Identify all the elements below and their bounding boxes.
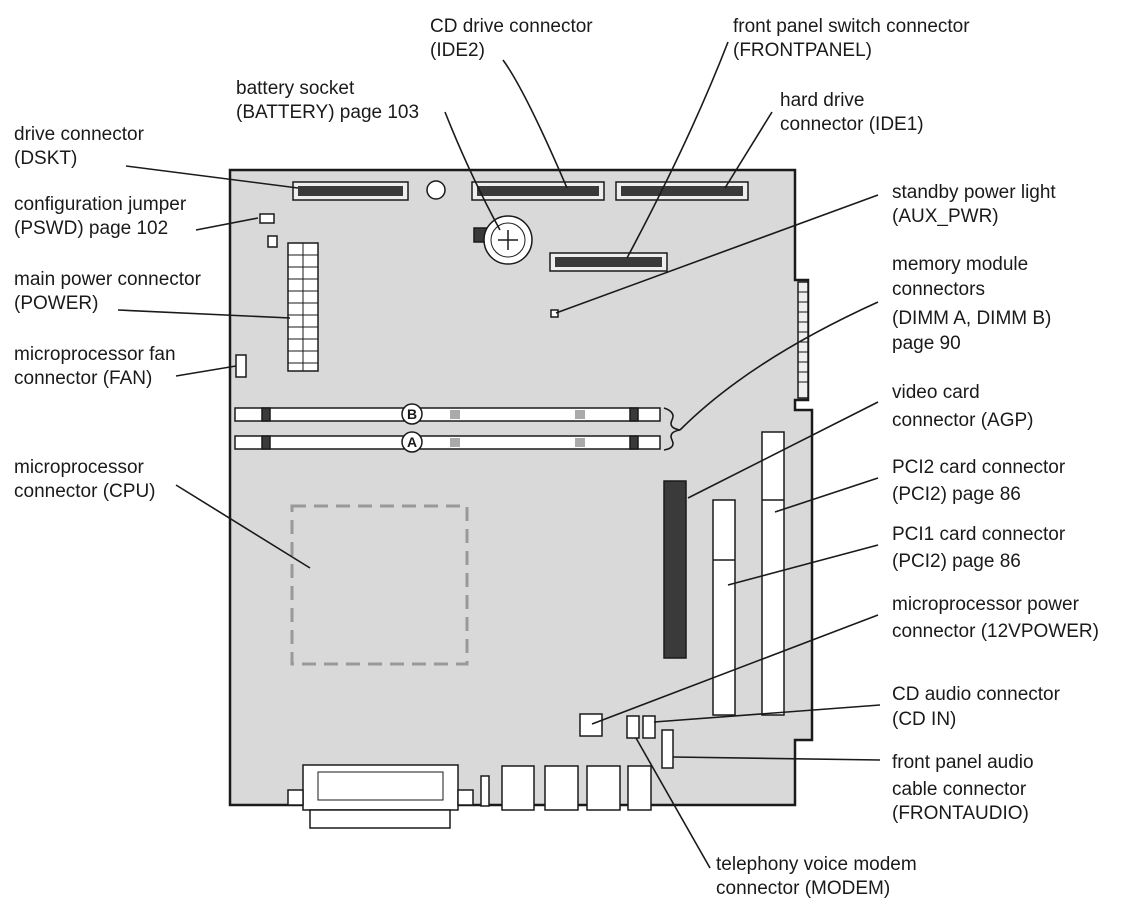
label-pci1: PCI1 card connector(PCI2) page 86 [892, 524, 1066, 572]
ide2-connector-pins [477, 186, 599, 196]
board-mounting-hole [426, 180, 446, 200]
main-power-pins [288, 243, 318, 371]
dimm-b-key-2 [575, 410, 585, 419]
pci1-slot [712, 499, 736, 716]
dimm-a-slot [234, 435, 661, 450]
leader-hard-drive [724, 111, 773, 189]
label-main-power: main power connector(POWER) [14, 269, 202, 314]
dimm-a-key-1 [450, 438, 460, 447]
leader-main-power [117, 309, 291, 319]
label-front-panel-switch: front panel switch connector(FRONTPANEL) [733, 16, 970, 61]
dimm-a-latch-right [629, 435, 639, 450]
label-battery: battery socket(BATTERY) page 103 [236, 78, 419, 123]
leader-front-panel [626, 41, 729, 259]
fan-connector [235, 354, 247, 378]
dimm-b-latch-left [261, 407, 271, 422]
leader-pci1 [727, 544, 879, 586]
io-audio-3 [627, 765, 652, 811]
dimm-b-letter: B [407, 406, 417, 422]
dimm-a-letter: A [407, 434, 417, 450]
dimm-b-marker [401, 403, 423, 425]
leader-fan [175, 365, 237, 377]
board-edge-pins [798, 291, 808, 383]
cd-in-connector [642, 715, 656, 739]
io-serial-lower [309, 809, 451, 829]
frontpanel-connector-pins [555, 257, 662, 267]
small-jumper [267, 235, 278, 248]
leader-cd-audio [653, 704, 881, 723]
io-audio-1 [544, 765, 579, 811]
leader-modem [635, 737, 711, 869]
io-small-port [480, 775, 490, 807]
modem-connector [626, 715, 640, 739]
leader-lines [117, 41, 881, 869]
leader-cpu-power [591, 614, 879, 725]
aux-pwr-light [550, 309, 559, 318]
io-audio-2 [586, 765, 621, 811]
io-usb-stack [501, 765, 535, 811]
label-pci2: PCI2 card connector(PCI2) page 86 [892, 457, 1066, 505]
leader-config-jumper [195, 217, 259, 231]
cpu-socket-outline [290, 504, 469, 666]
labels: CD drive connector(IDE2) front panel swi… [14, 16, 1099, 899]
leader-cpu [175, 484, 311, 569]
io-parallel-shell [317, 771, 444, 801]
leader-video [687, 401, 879, 499]
leader-pci2 [774, 477, 879, 513]
leader-memory [679, 301, 879, 431]
pswd-jumper [259, 213, 275, 224]
dimm-b-key-1 [450, 410, 460, 419]
dimm-a-marker [401, 431, 423, 453]
label-standby-light: standby power light(AUX_PWR) [892, 182, 1056, 227]
label-cd-audio: CD audio connector(CD IN) [892, 684, 1061, 730]
io-screw-right [457, 789, 474, 806]
dimm-b-slot [234, 407, 661, 422]
leader-front-audio [672, 756, 881, 761]
dimm-a-key-2 [575, 438, 585, 447]
leader-standby-light [555, 194, 879, 314]
leader-drive [125, 165, 299, 189]
leader-cd-drive [502, 59, 568, 189]
dimm-a-latch-left [261, 435, 271, 450]
label-drive-connector: drive connector(DSKT) [14, 124, 145, 169]
dimm-b-latch-right [629, 407, 639, 422]
frontaudio-connector [661, 729, 674, 769]
agp-slot [663, 480, 687, 659]
ide1-connector-pins [621, 186, 743, 196]
label-config-jumper: configuration jumper(PSWD) page 102 [14, 194, 187, 239]
leader-memory-brace [663, 407, 681, 451]
dskt-connector-pins [298, 186, 403, 196]
label-cd-drive: CD drive connector(IDE2) [430, 16, 593, 61]
io-screw-left [287, 789, 304, 806]
leader-battery [444, 111, 501, 231]
12vpower-connector [579, 713, 603, 737]
